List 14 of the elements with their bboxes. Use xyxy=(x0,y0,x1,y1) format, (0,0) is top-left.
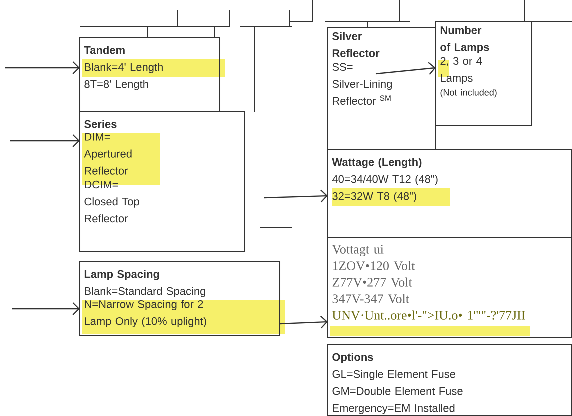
option-box: Lamp Spacing Blank=Standard Spacing N=Narrow Spacing for 2 Lamp Only (10% uplight) xyxy=(80,262,280,336)
option-box: Wattage (Length) 40=34/40W T12 (48") 32=32W T8 (48") xyxy=(328,150,572,238)
arrow xyxy=(376,62,436,76)
option-box: Vottagt ui 1ZOV•120 Volt Z77V•277 Volt 347V-347 Volt UNV·Unt..ore•l'-">IU.o• 1'""-?'77JII xyxy=(328,238,572,338)
option-box: Series DIM= Apertured Reflector DCIM= Closed Top Reflector xyxy=(80,112,246,252)
arrow xyxy=(5,62,80,74)
option-box: Silver Reflector SS= Silver-Lining Reflector $^{SM}$ xyxy=(328,28,436,150)
option-box: Options GL=Single Element Fuse GM=Double Element Fuse Emergency=EM Installed xyxy=(328,344,572,416)
arrow xyxy=(10,134,80,148)
arrow xyxy=(264,190,328,203)
option-box: Number of Lamps 2, 3 or 4 Lamps (Not included) xyxy=(436,22,532,126)
arrow xyxy=(280,316,328,329)
arrow xyxy=(12,302,80,316)
option-box: Tandem Blank=4' Length 8T=8' Length xyxy=(80,38,220,112)
